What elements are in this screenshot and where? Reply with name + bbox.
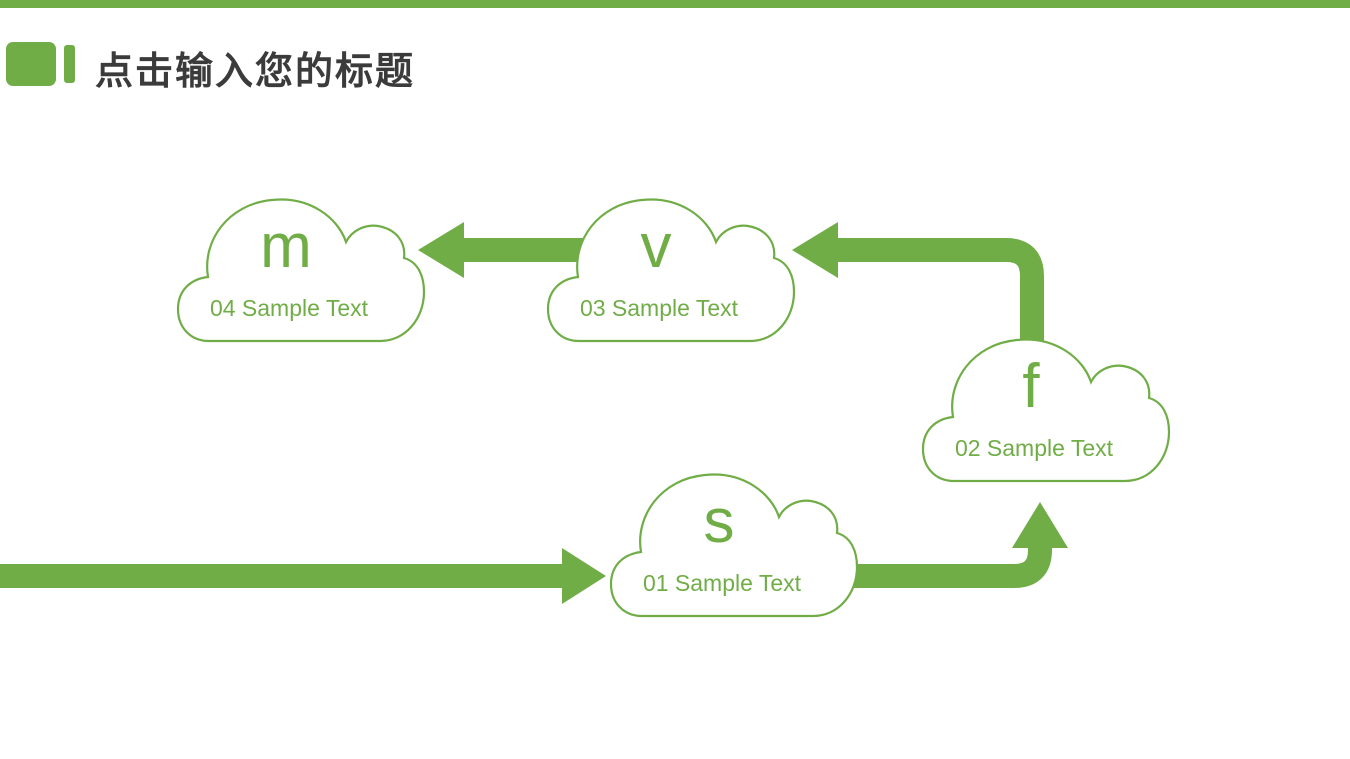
cloud-letter: m xyxy=(260,212,312,281)
cloud-label: 02 Sample Text xyxy=(954,435,1114,461)
cloud-letter: v xyxy=(640,212,672,281)
cloud-step-03[interactable]: v 03 Sample Text xyxy=(545,185,797,343)
flow-arrow-02-to-03 xyxy=(792,222,1044,362)
cloud-step-01[interactable]: s 01 Sample Text xyxy=(608,460,860,618)
cloud-label: 04 Sample Text xyxy=(209,295,369,321)
cloud-outline-icon xyxy=(546,198,796,343)
slide-title[interactable]: 点击输入您的标题 xyxy=(95,51,416,93)
flow-arrow-into-01 xyxy=(0,548,606,604)
cloud-step-04[interactable]: m 04 Sample Text xyxy=(175,185,427,343)
cloud-label: 03 Sample Text xyxy=(579,295,739,321)
flow-arrow-03-to-04 xyxy=(418,222,596,278)
cloud-outline-icon xyxy=(176,198,426,343)
cloud-outline-icon xyxy=(921,338,1171,483)
cloud-label: 01 Sample Text xyxy=(642,570,802,596)
flow-arrow-01-to-02 xyxy=(845,502,1068,588)
cloud-outline-icon xyxy=(609,473,859,618)
title-marker-square xyxy=(6,42,56,86)
top-accent-bar xyxy=(0,0,1350,8)
title-marker-bar xyxy=(64,45,75,83)
cloud-letter: s xyxy=(703,487,735,556)
cloud-step-02[interactable]: f 02 Sample Text xyxy=(920,325,1172,483)
cloud-letter: f xyxy=(1022,352,1040,421)
